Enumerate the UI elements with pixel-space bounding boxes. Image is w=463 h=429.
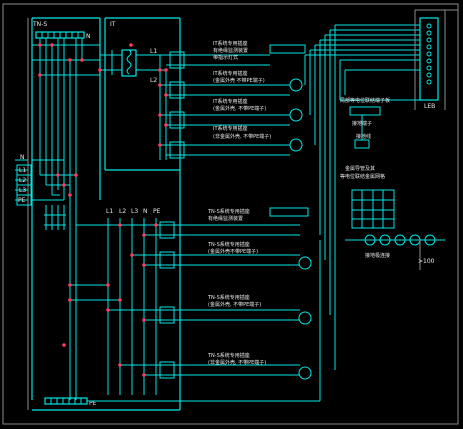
it-note-2: IT系统专用插座 — [213, 70, 248, 77]
incoming-supply — [15, 159, 32, 206]
gt100-label: >100 — [418, 258, 435, 265]
leb-terminal-block — [419, 17, 439, 101]
equip-terminal — [349, 106, 381, 116]
n-busbar-ticks — [41, 32, 79, 38]
n-in-label: N — [20, 154, 25, 161]
l1-tns-label: L1 — [106, 208, 113, 215]
l2-it-label: L2 — [150, 77, 157, 84]
tns-buses — [70, 218, 157, 395]
outer-frame — [2, 3, 459, 425]
right-note-3: 接地线 — [356, 133, 371, 140]
it-note-1c: 带指示灯式 — [213, 54, 238, 61]
tns-note-3b: (金属外壳, 不带PE端子) — [208, 301, 261, 308]
grounding-electrodes — [345, 234, 445, 270]
it-note-3b: (金属外壳, 不带PE端子) — [213, 105, 266, 112]
isolation-transformer — [112, 49, 150, 77]
junction-dots — [38, 43, 168, 377]
pe-tns-label: PE — [153, 208, 161, 215]
tns-note-1: TN-S系统专用插座 — [207, 208, 250, 215]
it-note-2b: (金属外壳 不带PE端子) — [213, 77, 265, 84]
left-vertical-buses — [32, 38, 100, 400]
right-note-4b: 等电位联结金属网格 — [340, 173, 385, 180]
l2-in-label: L2 — [19, 177, 26, 184]
l3-in-label: L3 — [19, 187, 26, 194]
tns-note-4b: (非金属外壳, 不带PE端子) — [208, 359, 266, 366]
right-risers — [304, 24, 420, 370]
l1-in-label: L1 — [19, 167, 26, 174]
pe-busbar-ticks — [50, 398, 82, 404]
right-note-5: 接地极连接 — [365, 252, 390, 259]
right-note-2: 接地端子 — [352, 120, 372, 127]
it-note-4: IT系统专用插座 — [213, 125, 248, 132]
leb-label: LEB — [424, 103, 435, 110]
right-note-4: 金属导管及其 — [345, 165, 375, 172]
tns-note-1b: 有绝缘监测装置 — [208, 215, 243, 222]
l1-it-label: L1 — [150, 48, 157, 55]
tns-circuits — [108, 221, 300, 379]
l2-tns-label: L2 — [119, 208, 126, 215]
leb-terminals — [426, 23, 432, 85]
it-buses — [100, 50, 167, 160]
pe-bottom-label: PE — [89, 400, 97, 407]
it-sockets — [269, 44, 306, 152]
right-note-1: 局部等电位联结端子板 — [340, 97, 390, 104]
it-label: IT — [110, 21, 116, 28]
it-note-1b: 有绝缘监测装置 — [213, 47, 248, 54]
n-tns-label: N — [143, 208, 148, 215]
it-note-4b: (非金属外壳, 不带PE端子) — [213, 133, 271, 140]
tns-top-label: TN-S — [32, 21, 47, 28]
earth-terminal — [354, 139, 370, 149]
it-circuits — [160, 51, 290, 159]
it-note-1a: IT系统专用插座 — [213, 40, 248, 47]
tns-note-3: TN-S系统专用插座 — [207, 294, 250, 301]
tns-sockets — [269, 207, 312, 380]
tns-note-2b: (金属外壳不带PE端子) — [208, 248, 258, 255]
it-note-3: IT系统专用插座 — [213, 98, 248, 105]
main-breakers-left — [44, 205, 66, 230]
n-top-label: N — [86, 33, 91, 40]
pe-in-label: PE — [18, 197, 26, 204]
metal-mesh-grid — [351, 189, 395, 229]
tns-note-4: TN-S系统专用插座 — [207, 352, 250, 359]
l3-tns-label: L3 — [131, 208, 138, 215]
tns-note-2: TN-S系统专用插座 — [207, 241, 250, 248]
